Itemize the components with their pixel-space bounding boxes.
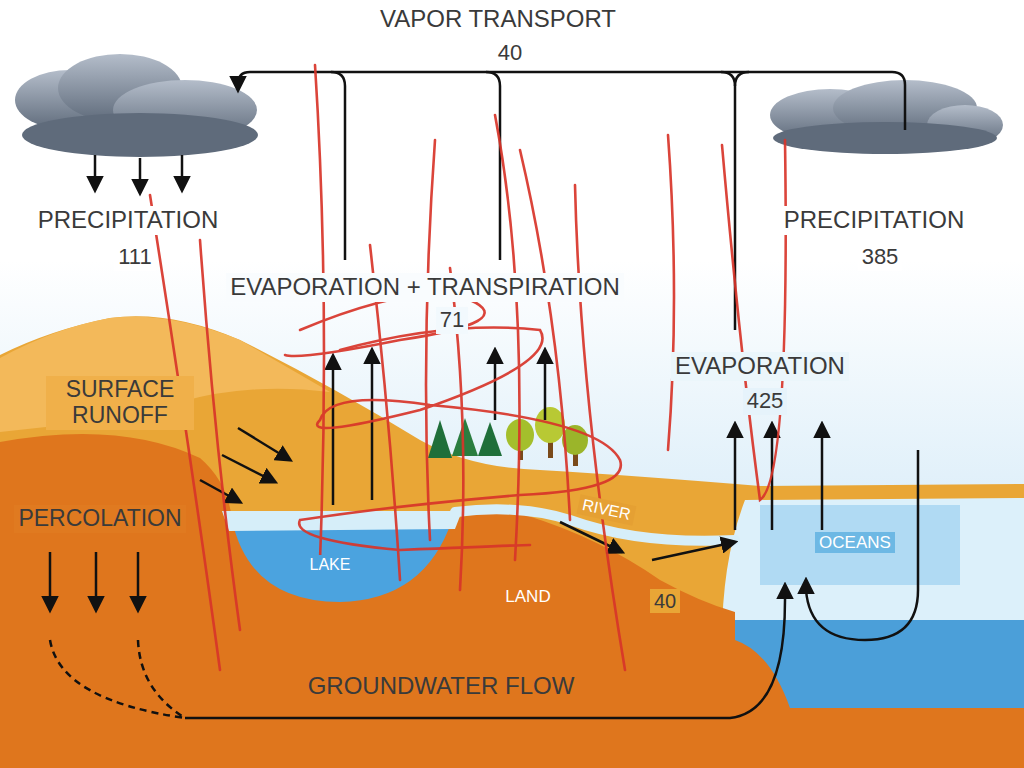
percolation-arrow (137, 552, 140, 610)
groundwater-arrow (185, 585, 785, 718)
river-arrow (560, 522, 622, 552)
flow-name: EVAPORATION + TRANSPIRATION (226, 273, 624, 302)
flow-name: VAPOR TRANSPORT (376, 5, 620, 34)
mountain (0, 317, 330, 432)
land-label: LAND (501, 586, 554, 607)
flow-name: PERCOLATION (14, 505, 185, 533)
evaporation-arrow (332, 356, 335, 505)
cloud (773, 122, 997, 154)
runoff-arrow (222, 455, 275, 482)
flow-name: PRECIPITATION (780, 206, 968, 235)
vapor-transport-arrow (238, 72, 905, 130)
percolation-dash (50, 640, 185, 718)
tree (452, 418, 478, 456)
scribble (315, 65, 324, 560)
flow-name: EVAPORATION (671, 352, 849, 381)
scribble (722, 140, 786, 500)
tree (428, 420, 452, 458)
flow-value: 111 (114, 244, 155, 271)
vapor-line (331, 72, 345, 260)
ocean-shade (760, 505, 960, 585)
flow-value: 40 (650, 589, 680, 613)
ocean-circulation-arrow (806, 450, 918, 640)
scribble (285, 294, 485, 356)
cloud (22, 113, 258, 157)
vapor-line (735, 72, 749, 86)
flow-value: 71 (436, 307, 468, 334)
transpiration-arrow (494, 350, 497, 420)
scribble (150, 195, 220, 670)
water-body-label: RIVER (576, 494, 636, 525)
flow-name: SURFACE RUNOFF (46, 376, 194, 430)
runoff-arrow (238, 428, 290, 460)
precipitation-arrow (181, 155, 184, 190)
scribble (668, 135, 674, 450)
runoff-arrow (200, 480, 240, 502)
precipitation-arrow (139, 158, 142, 193)
tree (478, 422, 502, 456)
flow-value: 385 (858, 244, 903, 271)
vapor-line (486, 72, 500, 260)
scribble (426, 140, 435, 540)
percolation-arrow (95, 552, 98, 610)
flow-name: PRECIPITATION (34, 206, 222, 235)
cloud-left (15, 54, 258, 157)
evaporation-arrow (734, 424, 737, 530)
flow-name: GROUNDWATER FLOW (304, 672, 579, 701)
scribble (299, 328, 621, 551)
water-body-label: LAKE (306, 555, 355, 575)
scribble (575, 185, 625, 670)
evaporation-arrow (821, 424, 824, 530)
scribble (520, 150, 570, 520)
lake-water (232, 520, 452, 602)
ocean-surface (700, 485, 1024, 630)
cloud-right (770, 80, 1003, 154)
percolation-arrow (49, 552, 52, 610)
flow-value: 40 (494, 40, 526, 67)
flow-value: 425 (743, 388, 788, 415)
orange-land (0, 434, 1024, 768)
percolation-dash (138, 640, 185, 718)
scribble (495, 115, 520, 560)
water-body-label: OCEANS (815, 532, 895, 553)
evaporation-arrow (371, 350, 374, 500)
precipitation-arrow (94, 155, 97, 190)
transpiration-arrow (544, 350, 547, 420)
river-arrow (652, 542, 735, 560)
